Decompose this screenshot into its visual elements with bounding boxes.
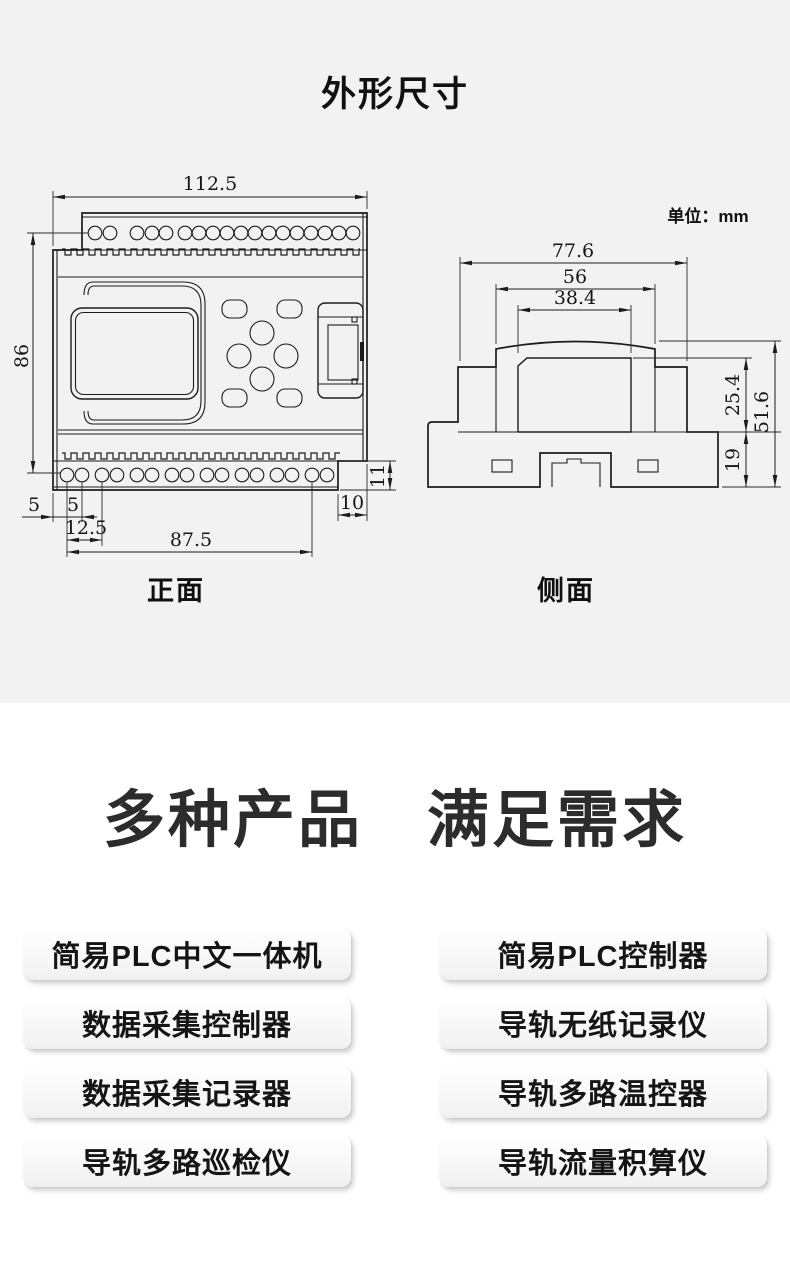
dim-side-base-depth: 19 — [722, 448, 744, 472]
product-column-left: 简易PLC中文一体机 数据采集控制器 数据采集记录器 导轨多路巡检仪 — [23, 928, 351, 1187]
side-view-caption: 侧面 — [537, 576, 595, 606]
product-pill-daq-controller[interactable]: 数据采集控制器 — [23, 997, 351, 1049]
dim-front-second-pitch: 12.5 — [65, 517, 107, 539]
product-pill-plc-controller[interactable]: 简易PLC控制器 — [439, 928, 767, 980]
product-pill-flow-totalizer[interactable]: 导轨流量积算仪 — [439, 1135, 767, 1187]
dim-side-module-depth: 25.4 — [722, 374, 744, 416]
dim-front-span: 87.5 — [170, 529, 212, 551]
front-connector — [317, 302, 364, 399]
front-view-caption: 正面 — [147, 576, 205, 606]
dim-front-left-margin: 5 — [28, 494, 40, 516]
front-view-drawing: 112.5 86 5 — [11, 173, 396, 606]
front-keypad — [221, 299, 303, 408]
product-grid: 简易PLC中文一体机 数据采集控制器 数据采集记录器 导轨多路巡检仪 简易PLC… — [0, 928, 790, 1187]
product-pill-daq-recorder[interactable]: 数据采集记录器 — [23, 1066, 351, 1118]
product-column-right: 简易PLC控制器 导轨无纸记录仪 导轨多路温控器 导轨流量积算仪 — [439, 928, 767, 1187]
heading-part-1: 多种产品 — [102, 786, 363, 855]
dimension-drawing-section: 外形尺寸 — [0, 0, 790, 703]
product-pill-temp-controller[interactable]: 导轨多路温控器 — [439, 1066, 767, 1118]
dim-side-overall-width: 77.6 — [552, 240, 594, 262]
unit-label: 单位：mm — [667, 206, 748, 226]
front-top-terminals — [87, 225, 361, 241]
side-view-drawing: 77.6 56 38.4 25.4 51 — [427, 240, 781, 606]
front-bottom-terminals — [59, 467, 335, 483]
dim-front-width: 112.5 — [183, 173, 237, 195]
dim-side-overall-depth: 51.6 — [751, 391, 773, 433]
dim-side-cap-width: 56 — [563, 266, 587, 288]
section-title: 外形尺寸 — [320, 75, 469, 114]
product-pill-paperless-recorder[interactable]: 导轨无纸记录仪 — [439, 997, 767, 1049]
products-heading: 多种产品 满足需求 — [0, 703, 790, 852]
front-bottom-vent-strip — [62, 452, 340, 460]
dim-front-notch-width: 10 — [340, 492, 364, 514]
heading-part-2: 满足需求 — [427, 786, 688, 855]
products-section: 多种产品 满足需求 简易PLC中文一体机 数据采集控制器 数据采集记录器 导轨多… — [0, 703, 790, 1277]
front-screen — [70, 307, 199, 400]
product-pill-rail-scanner[interactable]: 导轨多路巡检仪 — [23, 1135, 351, 1187]
product-pill-plc-allinone[interactable]: 简易PLC中文一体机 — [23, 928, 351, 980]
dim-front-hole-pitch: 5 — [67, 494, 79, 516]
technical-drawing: 112.5 86 5 — [11, 173, 781, 606]
dim-front-height: 86 — [11, 344, 33, 368]
dim-front-notch-height: 11 — [367, 464, 389, 488]
dim-side-module-width: 38.4 — [554, 287, 596, 309]
front-top-vent-strip — [62, 248, 360, 256]
